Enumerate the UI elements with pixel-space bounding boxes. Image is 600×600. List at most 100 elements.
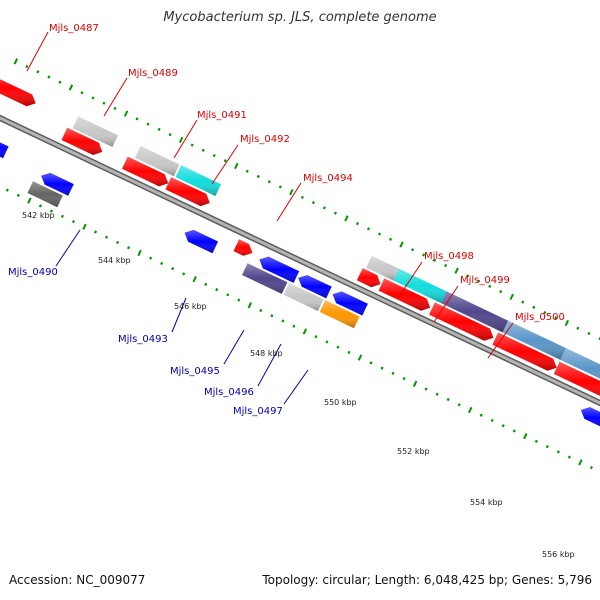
- label-line-mjls-0500: [487, 322, 514, 359]
- cds-arrow-shade: [184, 229, 219, 254]
- inner-tick-mark: [247, 302, 252, 309]
- inner-tick-mark: [137, 249, 142, 257]
- gene-label-mjls-0489: Mjls_0489: [128, 68, 178, 79]
- inner-tick-mark: [292, 324, 296, 328]
- inner-tick-mark: [149, 256, 153, 260]
- inner-tick-mark: [457, 403, 461, 407]
- cds-arrow-shade: [356, 268, 381, 288]
- inner-tick-mark: [27, 197, 32, 204]
- inner-tick-mark: [545, 445, 549, 449]
- label-line-mjls-0494: [276, 182, 302, 222]
- outer-tick-mark: [36, 70, 40, 74]
- scale-label-548-kbp: 548 kbp: [250, 349, 283, 358]
- label-line-mjls-0489: [103, 77, 128, 117]
- outer-tick-mark: [223, 159, 227, 163]
- inner-tick-ring: [5, 188, 593, 470]
- gene-label-mjls-0499: Mjls_0499: [460, 275, 510, 286]
- label-line-mjls-0491: [173, 119, 198, 159]
- inner-tick-mark: [226, 293, 230, 297]
- outer-tick-mark: [212, 153, 216, 158]
- inner-tick-mark: [171, 267, 175, 271]
- cds-arrow: [429, 302, 494, 341]
- scale-label-542-kbp: 542 kbp: [22, 211, 55, 220]
- cds-arrow: [165, 177, 210, 207]
- scale-label-554-kbp: 554 kbp: [470, 498, 503, 507]
- inner-tick-mark: [127, 246, 131, 250]
- outer-tick-mark: [411, 248, 415, 252]
- inner-tick-mark: [259, 308, 263, 313]
- cds-arrow: [492, 332, 557, 371]
- gene-label-mjls-0491: Mjls_0491: [197, 110, 247, 121]
- outer-tick-mark: [564, 319, 570, 327]
- outer-tick-mark: [289, 189, 294, 196]
- gene-block-shade: [502, 320, 566, 360]
- inner-tick-mark: [237, 298, 241, 302]
- inner-tick-mark: [204, 282, 208, 286]
- inner-tick-mark: [281, 319, 285, 323]
- outer-tick-mark: [178, 136, 184, 143]
- cds-arrow: [378, 278, 431, 311]
- cds-arrow-shade: [259, 256, 300, 283]
- outer-tick-ring: [13, 58, 600, 341]
- cds-arrow-shade: [429, 302, 494, 341]
- gene-arrow-shade: [0, 79, 36, 107]
- label-line-mjls-0497: [283, 369, 309, 405]
- inner-tick-mark: [369, 361, 373, 365]
- inner-tick-mark: [380, 366, 384, 370]
- genome-summary: Topology: circular; Length: 6,048,425 bp…: [262, 573, 592, 587]
- inner-tick-mark: [512, 429, 516, 433]
- outer-tick-mark: [234, 162, 239, 170]
- gene-label-mjls-0496: Mjls_0496: [204, 387, 254, 398]
- inner-tick-mark: [71, 219, 76, 224]
- gene-block-shade: [366, 255, 399, 281]
- outer-tick-mark: [190, 143, 194, 147]
- gene-block-shade: [242, 263, 288, 294]
- inner-tick-mark: [182, 272, 186, 276]
- cds-arrow-shade: [122, 156, 169, 187]
- inner-tick-mark: [357, 354, 363, 361]
- outer-tick-mark: [521, 300, 525, 304]
- outer-tick-mark: [80, 91, 84, 95]
- inner-tick-mark: [49, 209, 53, 213]
- cds-arrow-shade: [492, 332, 557, 371]
- gene-block-shade: [393, 268, 447, 304]
- label-line-mjls-0492: [211, 144, 239, 185]
- gene-block: [441, 291, 509, 333]
- outer-tick-mark: [466, 274, 470, 278]
- inner-tick-mark: [302, 328, 308, 335]
- inner-tick-mark: [192, 275, 197, 283]
- cds-arrow-shade: [580, 407, 600, 427]
- label-line-mjls-0495: [223, 329, 245, 365]
- inner-tick-mark: [578, 459, 583, 466]
- cds-arrow-shade: [332, 291, 368, 316]
- inner-tick-mark: [424, 387, 428, 391]
- inner-tick-mark: [490, 418, 494, 423]
- gene-label-mjls-0494: Mjls_0494: [303, 173, 353, 184]
- cds-arrow: [259, 256, 300, 283]
- outer-tick-mark: [554, 316, 558, 320]
- gene-arrow: [0, 79, 36, 107]
- cds-arrow: [553, 361, 600, 396]
- gene-block: [175, 165, 221, 196]
- outer-tick-mark: [587, 331, 591, 336]
- gene-label-mjls-0497: Mjls_0497: [233, 406, 283, 417]
- cds-arrow-shade: [233, 239, 253, 256]
- inner-tick-mark: [60, 214, 64, 218]
- inner-tick-mark: [347, 350, 351, 355]
- gene-label-mjls-0498: Mjls_0498: [424, 251, 474, 262]
- outer-tick-mark: [499, 290, 503, 294]
- outer-tick-mark: [444, 263, 448, 268]
- inner-tick-mark: [523, 433, 528, 440]
- inner-tick-mark: [160, 261, 164, 266]
- cds-arrow-shade: [41, 172, 74, 196]
- outer-tick-mark: [300, 195, 304, 200]
- outer-tick-mark: [123, 110, 129, 117]
- gene-block-shade: [72, 116, 118, 147]
- outer-tick-mark: [355, 221, 360, 226]
- cds-arrow: [184, 229, 219, 254]
- outer-tick-mark: [91, 96, 95, 100]
- gene-block-shade: [283, 283, 324, 312]
